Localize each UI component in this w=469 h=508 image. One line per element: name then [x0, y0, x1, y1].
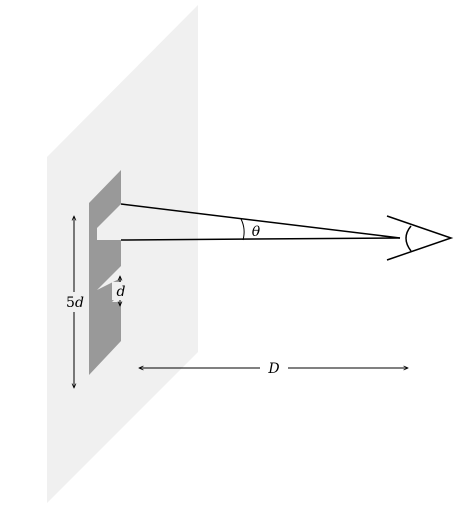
five-d-label: 5d: [66, 295, 84, 311]
eye: [386, 215, 454, 261]
theta-label: θ: [252, 224, 261, 240]
letter-e: [89, 170, 121, 375]
d-label-bg: [112, 282, 128, 300]
plane: [47, 5, 198, 503]
theta-arc: [240, 218, 245, 241]
sight-line-lower: [120, 237, 401, 241]
distance-label: D: [267, 361, 279, 377]
distance-label-bg: [260, 358, 288, 378]
five-d-label-bg: [62, 292, 88, 312]
d-label: d: [117, 284, 126, 300]
sight-line-upper: [120, 203, 401, 239]
